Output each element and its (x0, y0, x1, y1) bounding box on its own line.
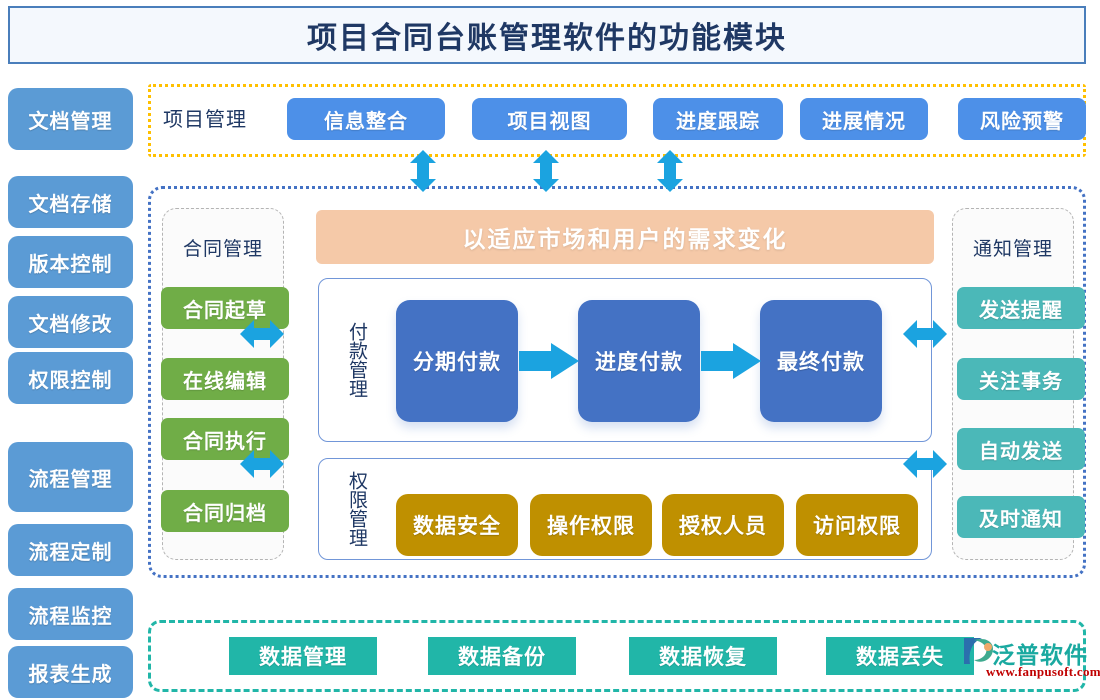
permission-item-1[interactable]: 数据安全 (396, 494, 518, 556)
permission-item-3[interactable]: 授权人员 (662, 494, 784, 556)
horizontal-connector-2 (240, 450, 284, 478)
sidebar-item-3[interactable]: 版本控制 (8, 236, 133, 288)
project-item-4[interactable]: 进展情况 (800, 98, 928, 140)
watermark-url: www.fanpusoft.com (986, 664, 1100, 679)
notification-item-1[interactable]: 发送提醒 (957, 287, 1085, 329)
horizontal-connector-3 (903, 320, 947, 348)
payment-step-2[interactable]: 进度付款 (578, 300, 700, 422)
payment-step-1[interactable]: 分期付款 (396, 300, 518, 422)
permission-item-4[interactable]: 访问权限 (796, 494, 918, 556)
watermark-brand: 泛普软件 (992, 643, 1088, 668)
payment-step-arrow-1 (519, 343, 579, 379)
sidebar-item-4[interactable]: 文档修改 (8, 296, 133, 348)
payment-step-3[interactable]: 最终付款 (760, 300, 882, 422)
notification-management-heading: 通知管理 (972, 239, 1053, 260)
vertical-connector-1 (410, 150, 436, 192)
contract-management-heading: 合同管理 (182, 239, 263, 260)
project-item-3[interactable]: 进度跟踪 (653, 98, 783, 140)
data-item-2[interactable]: 数据备份 (428, 637, 576, 675)
contract-item-2[interactable]: 在线编辑 (161, 358, 289, 400)
data-item-1[interactable]: 数据管理 (229, 637, 377, 675)
sidebar-item-7[interactable]: 流程定制 (8, 524, 133, 576)
payment-management-label: 付款管理 (346, 322, 367, 398)
sidebar-item-9[interactable]: 报表生成 (8, 646, 133, 698)
permission-management-label: 权限管理 (346, 471, 367, 547)
market-adaptation-banner: 以适应市场和用户的需求变化 (316, 210, 934, 264)
data-item-3[interactable]: 数据恢复 (629, 637, 777, 675)
project-item-2[interactable]: 项目视图 (472, 98, 627, 140)
payment-step-arrow-2 (701, 343, 761, 379)
project-item-1[interactable]: 信息整合 (287, 98, 445, 140)
sidebar-item-2[interactable]: 文档存储 (8, 176, 133, 228)
horizontal-connector-4 (903, 450, 947, 478)
watermark: 泛普软件 www.fanpusoft.com (962, 634, 1100, 694)
notification-item-3[interactable]: 自动发送 (957, 428, 1085, 470)
sidebar-item-1[interactable]: 文档管理 (8, 88, 133, 150)
project-item-5[interactable]: 风险预警 (958, 98, 1086, 140)
page-title: 项目合同台账管理软件的功能模块 (8, 6, 1086, 64)
vertical-connector-3 (657, 150, 683, 192)
notification-item-2[interactable]: 关注事务 (957, 358, 1085, 400)
contract-item-3[interactable]: 合同执行 (161, 418, 289, 460)
sidebar-item-5[interactable]: 权限控制 (8, 352, 133, 404)
vertical-connector-2 (533, 150, 559, 192)
fanpu-logo-icon (964, 638, 994, 664)
notification-item-4[interactable]: 及时通知 (957, 496, 1085, 538)
contract-item-1[interactable]: 合同起草 (161, 287, 289, 329)
contract-item-4[interactable]: 合同归档 (161, 490, 289, 532)
data-item-4[interactable]: 数据丢失 (826, 637, 974, 675)
project-management-label: 项目管理 (163, 109, 247, 131)
sidebar-item-8[interactable]: 流程监控 (8, 588, 133, 640)
sidebar-item-6[interactable]: 流程管理 (8, 442, 133, 512)
page-title-text: 项目合同台账管理软件的功能模块 (307, 22, 787, 55)
horizontal-connector-1 (240, 320, 284, 348)
permission-item-2[interactable]: 操作权限 (530, 494, 652, 556)
